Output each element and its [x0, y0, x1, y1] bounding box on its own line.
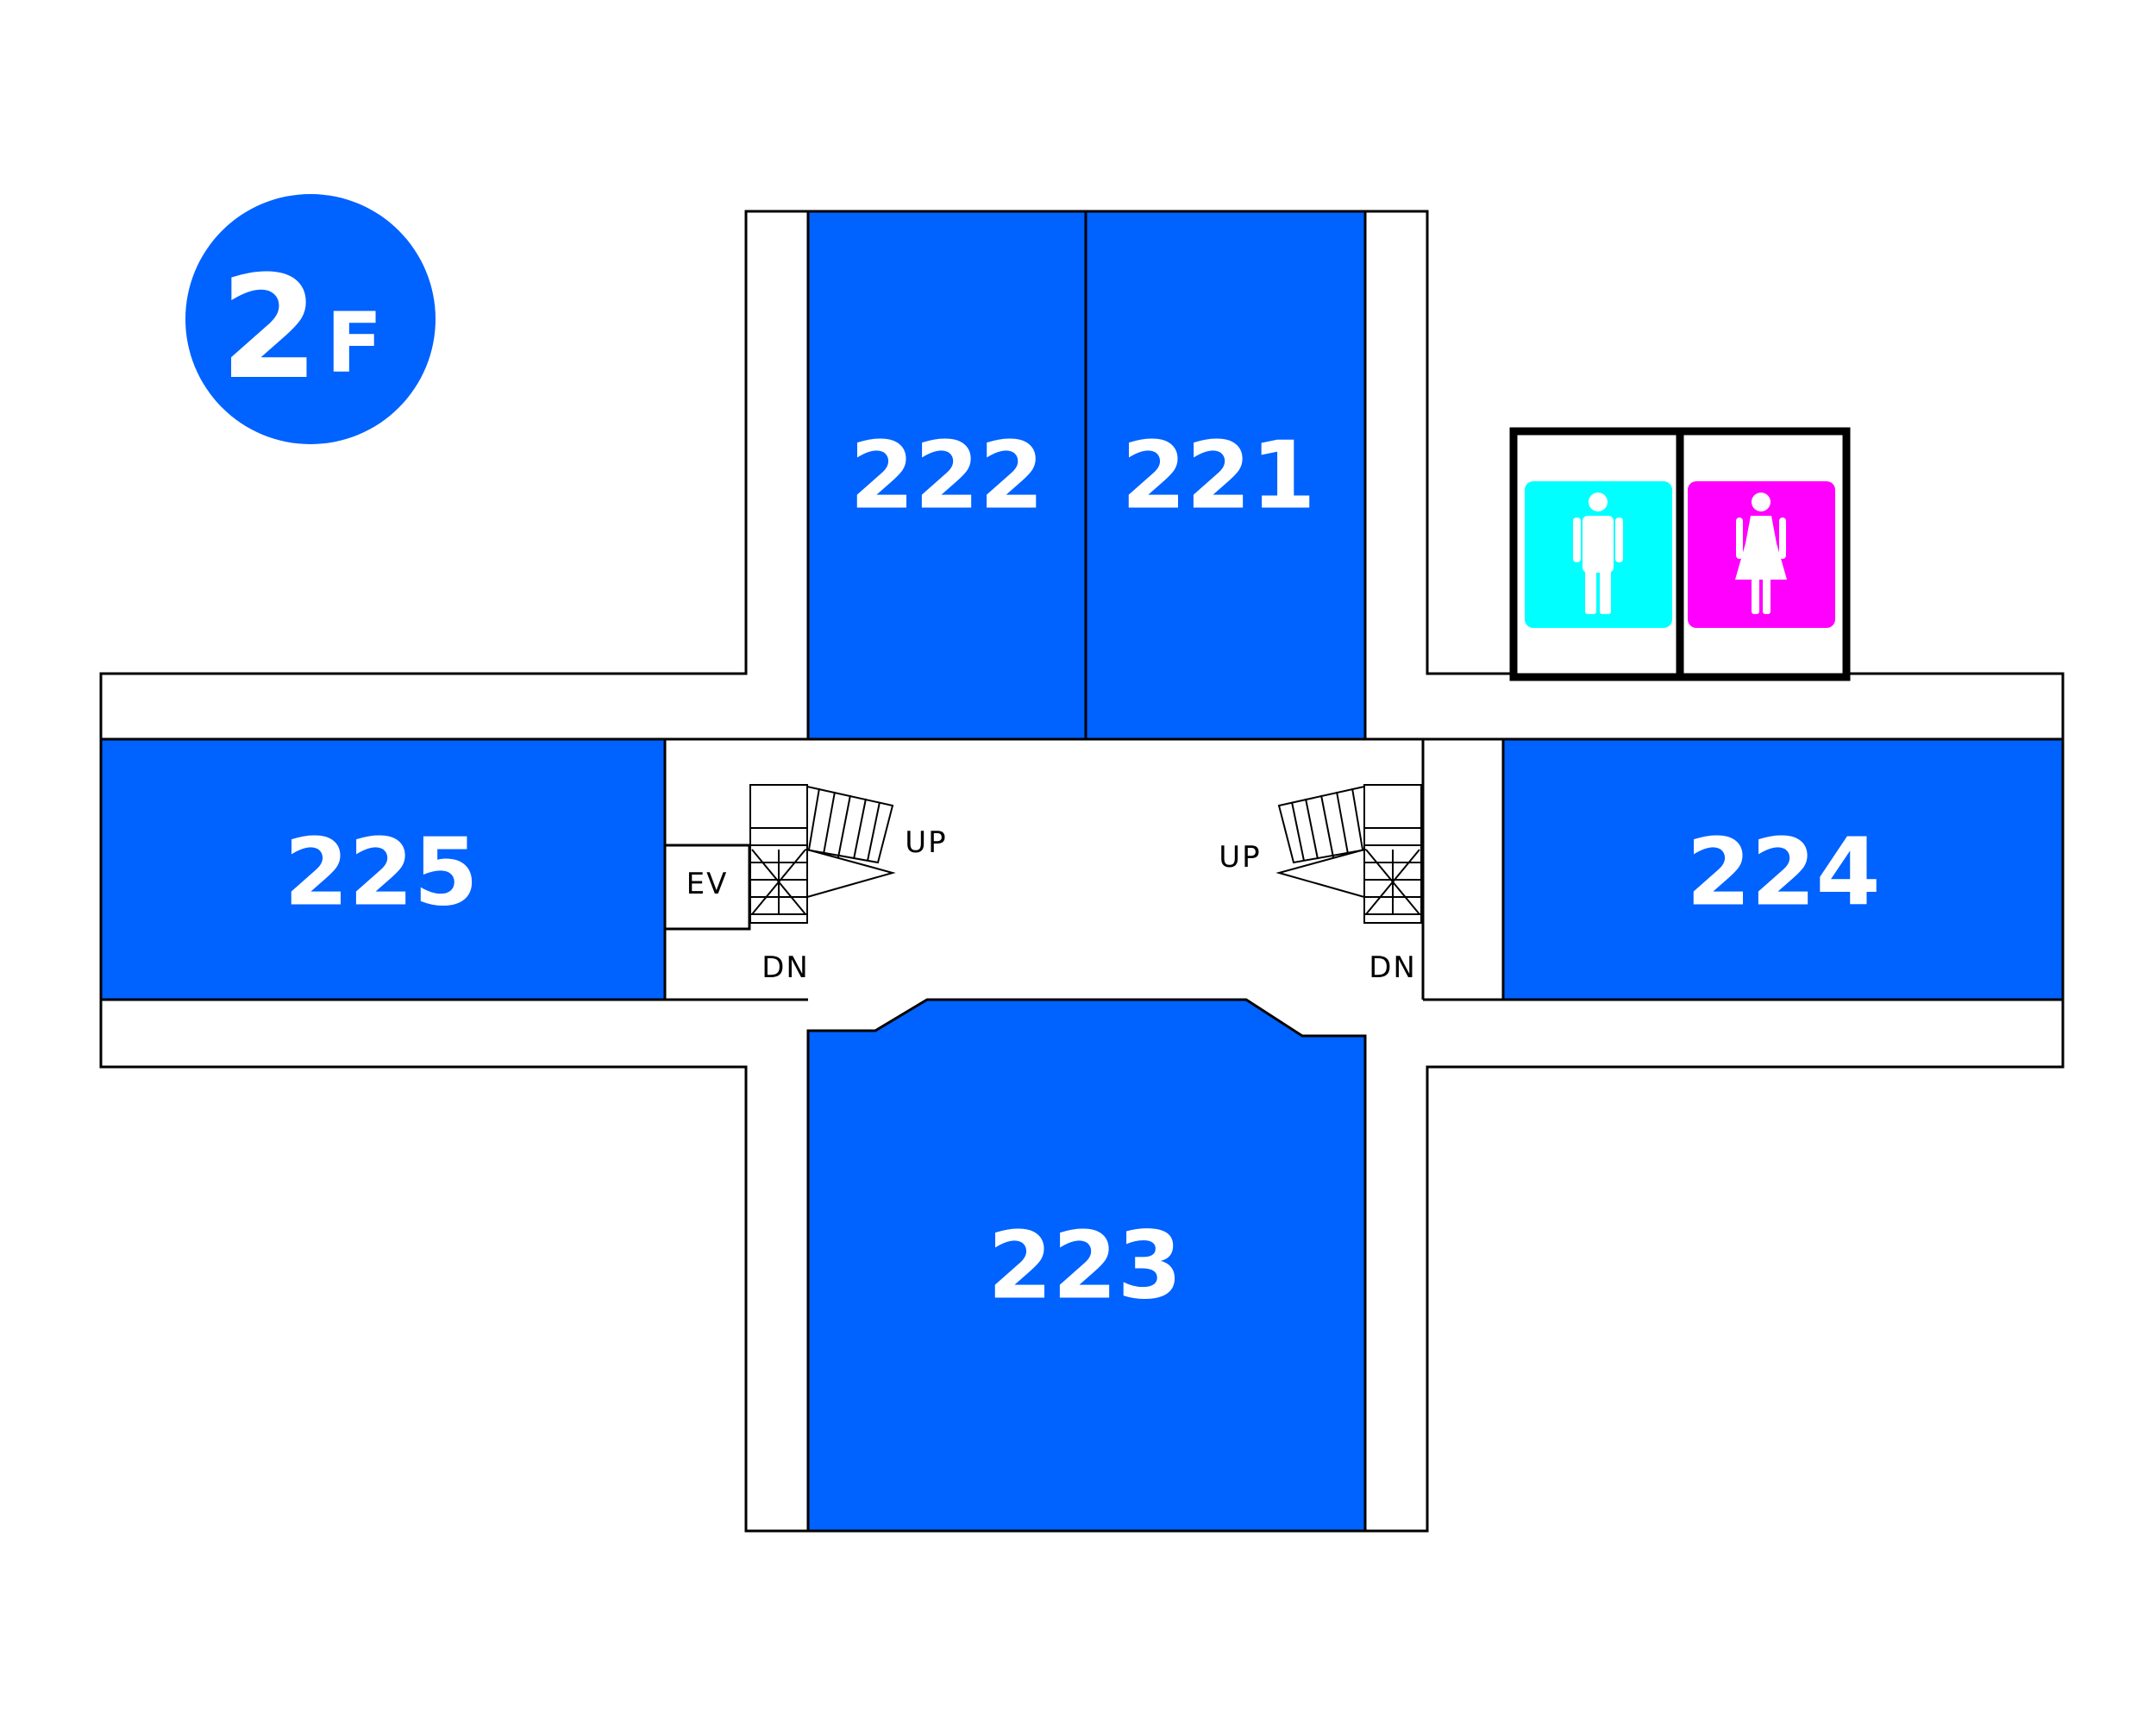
floor-suffix: F [326, 295, 383, 392]
restroom-women[interactable] [1688, 481, 1835, 628]
room-225[interactable]: 225 [99, 737, 667, 1001]
room-223[interactable]: 223 [806, 998, 1367, 1533]
room-223-area[interactable] [806, 998, 1367, 1533]
room-222[interactable]: 222 [806, 210, 1087, 741]
female-person-icon [1735, 492, 1787, 614]
left-stairs-flight-treads [808, 787, 881, 862]
restroom-men[interactable] [1525, 481, 1672, 628]
right-stairs-flight-treads [1291, 787, 1363, 862]
right-stairs-well [1363, 784, 1422, 924]
room-221-label: 221 [1121, 423, 1315, 530]
room-224-area[interactable] [1501, 737, 2065, 1001]
floor-badge-circle [185, 194, 436, 444]
left-stairs-down-label: DN [761, 950, 810, 985]
room-224[interactable]: 224 [1501, 737, 2065, 1001]
left-stairs-up-label: UP [905, 825, 947, 860]
right-stairs[interactable]: UP DN [1219, 784, 1422, 985]
room-221[interactable]: 221 [1084, 210, 1367, 741]
restrooms[interactable] [1509, 427, 1851, 681]
male-person-icon [1573, 492, 1623, 614]
floor-badge: 2 F [185, 194, 436, 444]
room-223-label: 223 [987, 1213, 1181, 1320]
right-stairs-down-label: DN [1369, 950, 1417, 985]
left-stairs-arrow [806, 849, 896, 898]
room-221-area[interactable] [1084, 210, 1367, 741]
left-stairs-well [749, 784, 808, 924]
floor-number: 2 [220, 245, 319, 411]
elevator-label: EV [686, 867, 729, 901]
right-stairs-cross-icon [1365, 849, 1420, 915]
room-224-label: 224 [1686, 819, 1880, 927]
room-222-label: 222 [849, 423, 1044, 530]
left-stairs[interactable]: UP DN [749, 784, 948, 985]
right-stairs-up-label: UP [1219, 840, 1261, 875]
room-222-area[interactable] [806, 210, 1087, 741]
right-stairs-arrow [1275, 849, 1365, 898]
room-225-label: 225 [284, 819, 478, 927]
corridor-outline [99, 210, 2065, 1533]
room-225-area[interactable] [99, 737, 667, 1001]
left-stairs-cross-icon [751, 849, 806, 915]
